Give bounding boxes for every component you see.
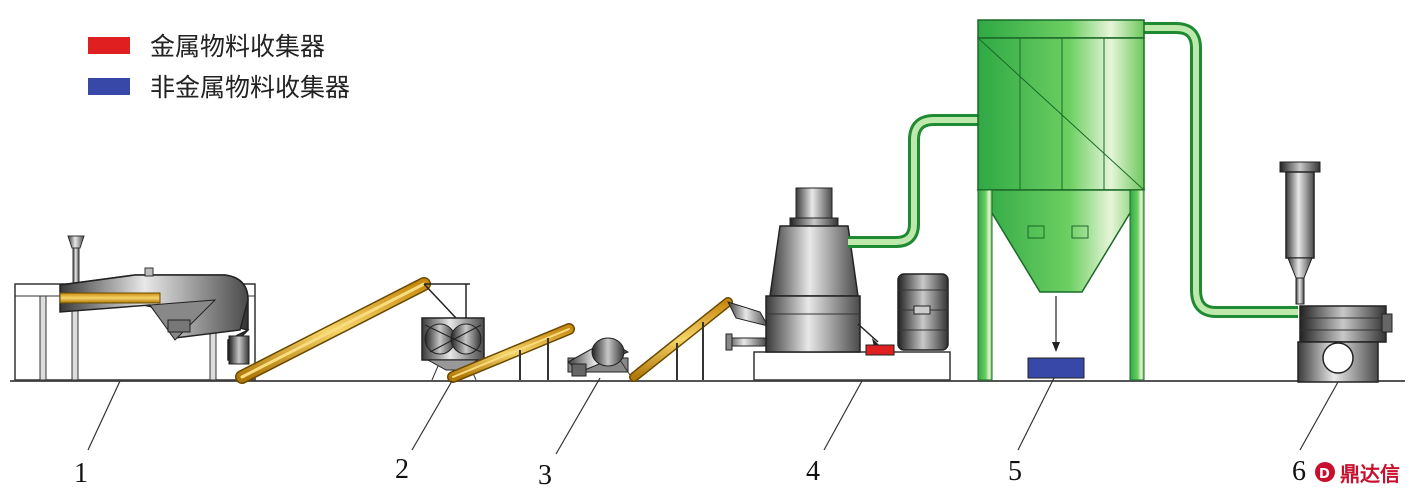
legend-label-metal: 金属物料收集器: [150, 32, 325, 61]
station-labels: 1 2 3 4 5 6: [74, 377, 1339, 491]
machine-2-separator: [421, 283, 485, 381]
watermark: D 鼎达信: [1315, 462, 1400, 486]
conveyor-2: [447, 323, 575, 383]
machine-4-grinder: [725, 187, 951, 381]
watermark-text: 鼎达信: [1340, 462, 1400, 486]
svg-text:D: D: [1319, 467, 1330, 482]
machine-1-shredder: [14, 235, 256, 381]
machine-6-fan: [1279, 161, 1393, 383]
legend: 金属物料收集器 非金属物料收集器: [88, 32, 350, 102]
metal-collector-bin: [865, 344, 895, 356]
legend-label-nonmetal: 非金属物料收集器: [150, 73, 350, 102]
legend-swatch-nonmetal: [88, 78, 130, 95]
station-label-4: 4: [806, 456, 820, 487]
conveyor-1: [235, 277, 431, 384]
conveyor-3: [629, 297, 733, 382]
station-label-5: 5: [1008, 456, 1022, 487]
air-pipes: [848, 22, 1298, 318]
station-label-2: 2: [395, 454, 409, 485]
station-label-6: 6: [1292, 456, 1306, 487]
watermark-logo-icon: [1315, 462, 1335, 482]
station-label-3: 3: [538, 460, 552, 491]
legend-swatch-metal: [88, 37, 130, 54]
nonmetal-collector-bin: [1027, 357, 1085, 379]
machine-3-mill: [567, 337, 633, 379]
machine-5-dust-collector: [976, 19, 1146, 381]
station-label-1: 1: [74, 458, 88, 489]
